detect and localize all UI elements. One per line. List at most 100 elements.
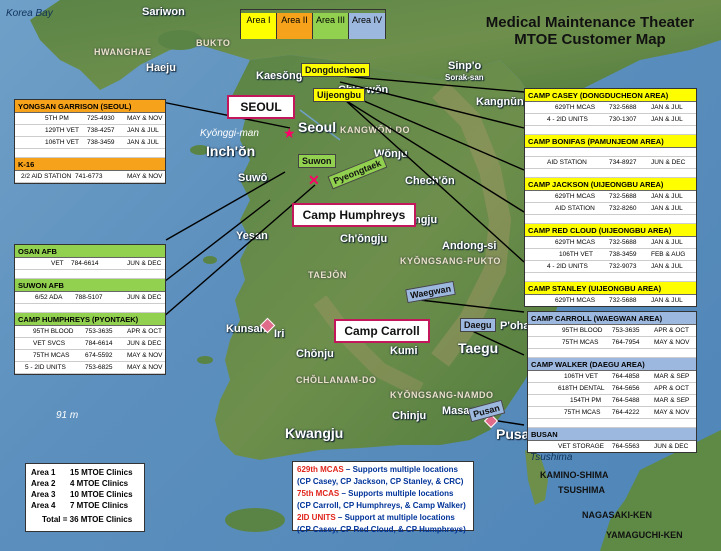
incheon-label: Inch'ŏn bbox=[206, 143, 256, 159]
kwangju-label: Kwangju bbox=[285, 425, 344, 441]
table-cell: 4 MTOE Clinics bbox=[70, 479, 129, 488]
table-cell: 741-6773 bbox=[75, 173, 103, 180]
table-cell: MAY & NOV bbox=[127, 115, 163, 122]
table-cell: 674-5592 bbox=[85, 352, 113, 359]
table-cell: 95TH BLOOD bbox=[562, 327, 603, 334]
table-cell: 732-5688 bbox=[609, 193, 637, 200]
table-cell: MAY & NOV bbox=[127, 364, 163, 371]
table-cell: 753-6825 bbox=[85, 364, 113, 371]
area-legend: Area I Area II Area III Area IV bbox=[240, 9, 386, 39]
sinpo-label: Sinp'o bbox=[448, 60, 482, 72]
table-cell: 753-3635 bbox=[612, 327, 640, 334]
table-cell: FEB & AUG bbox=[651, 251, 686, 258]
table-cell: 738-3459 bbox=[609, 251, 637, 258]
legend-area-i-label: Area I bbox=[246, 15, 271, 25]
tsushima-strait-label: Tsushima bbox=[530, 452, 573, 463]
table-cell: 75TH MCAS bbox=[562, 339, 599, 346]
table-cell: 725-4930 bbox=[87, 115, 115, 122]
table-cell: 629TH MCAS bbox=[555, 239, 596, 246]
row-spacer bbox=[525, 273, 696, 282]
panel-walker-title: CAMP WALKER (DAEGU AREA) bbox=[528, 358, 696, 371]
row-spacer bbox=[525, 148, 696, 157]
table-cell: 4 - 2ID UNITS bbox=[547, 116, 588, 123]
pusan-city-label: Pusa bbox=[496, 426, 530, 442]
table-cell: JUN & DEC bbox=[654, 443, 689, 450]
support-notes: 629th MCAS – Supports multiple locations… bbox=[292, 461, 474, 534]
kangwondo-label: KANGWŎN-DO bbox=[340, 125, 410, 135]
table-cell: 7 MTOE Clinics bbox=[70, 501, 129, 510]
korea-bay-label: Korea Bay bbox=[6, 8, 53, 19]
tag-suwon: Suwon bbox=[298, 154, 336, 168]
legend-area-iv: Area IV bbox=[349, 13, 385, 39]
callout-humphreys: Camp Humphreys bbox=[292, 203, 416, 227]
table-cell: JAN & JUL bbox=[651, 239, 683, 246]
table-cell: 738-4257 bbox=[87, 127, 115, 134]
haeju-label: Haeju bbox=[146, 62, 176, 74]
panel-yongsan-title: YONGSAN GARRISON (SEOUL) bbox=[15, 100, 165, 113]
table-cell: VET SVCS bbox=[33, 340, 66, 347]
table-cell: 730-1307 bbox=[609, 116, 637, 123]
table-cell: MAR & SEP bbox=[654, 397, 690, 404]
kangnung-label: Kangnŭng bbox=[476, 96, 531, 108]
table-cell: 95TH BLOOD bbox=[33, 328, 74, 335]
table-row: 95TH BLOOD 753-3635 APR & OCT bbox=[15, 326, 165, 338]
sorak-label: Sorak-san bbox=[445, 73, 484, 82]
table-cell: 129TH VET bbox=[45, 127, 79, 134]
note-629-detail: (CP Casey, CP Jackson, CP Stanley, & CRC… bbox=[297, 477, 464, 486]
table-cell: 732-9073 bbox=[609, 263, 637, 270]
kyongsang-namdo-label: KYŎNGSANG-NAMDO bbox=[390, 390, 494, 400]
table-cell: Area 1 bbox=[31, 468, 56, 477]
callout-seoul: SEOUL bbox=[227, 95, 295, 119]
table-row: Area 2 4 MTOE Clinics bbox=[26, 478, 144, 489]
tag-uijeongbu: Uijeongbu bbox=[313, 88, 365, 102]
kamino-shima-label: KAMINO-SHIMA bbox=[540, 470, 609, 480]
table-cell: AID STATION bbox=[555, 205, 595, 212]
table-cell: Area 2 bbox=[31, 479, 56, 488]
table-cell: MAY & NOV bbox=[654, 339, 690, 346]
note-75-detail: (CP Carroll, CP Humphreys, & Camp Walker… bbox=[297, 501, 466, 510]
page-title: Medical Maintenance Theater MTOE Custome… bbox=[470, 14, 710, 48]
table-cell: JAN & JUL bbox=[651, 263, 683, 270]
tag-dongducheon: Dongducheon bbox=[301, 63, 370, 77]
panel-osan-title: OSAN AFB bbox=[15, 245, 165, 258]
table-cell: JUN & DEC bbox=[127, 260, 162, 267]
table-cell: JAN & JUL bbox=[127, 127, 159, 134]
panel-k16-title: K-16 bbox=[15, 158, 165, 171]
table-cell: APR & OCT bbox=[127, 328, 163, 335]
table-cell: VET bbox=[51, 260, 64, 267]
note-75-desc: – Supports multiple locations bbox=[339, 489, 454, 498]
table-row: 129TH VET 738-4257 JAN & JUL bbox=[15, 125, 165, 137]
table-cell: JAN & JUL bbox=[651, 297, 683, 304]
table-cell: 2/2 AID STATION bbox=[21, 173, 72, 180]
table-cell: Area 4 bbox=[31, 501, 56, 510]
panel-redcloud-title: CAMP RED CLOUD (UIJEONGBU AREA) bbox=[525, 224, 696, 237]
legend-area-iv-label: Area IV bbox=[351, 15, 382, 25]
table-cell: 753-3635 bbox=[85, 328, 113, 335]
row-spacer bbox=[525, 126, 696, 135]
legend-area-iii: Area III bbox=[313, 13, 349, 39]
taejon-label: TAEJŎN bbox=[308, 270, 347, 280]
table-cell: APR & OCT bbox=[654, 385, 690, 392]
table-row: Total = 36 MTOE Clinics bbox=[26, 514, 144, 525]
legend-area-i: Area I bbox=[241, 13, 277, 39]
panel-humphreys-title: CAMP HUMPHREYS (PYONTAEK) bbox=[15, 313, 165, 326]
table-cell: 75TH MCAS bbox=[564, 409, 601, 416]
chollanam-label: CHŎLLANAM-DO bbox=[296, 375, 377, 385]
table-cell: 618TH DENTAL bbox=[558, 385, 605, 392]
title-line-1: Medical Maintenance Theater bbox=[485, 14, 695, 31]
